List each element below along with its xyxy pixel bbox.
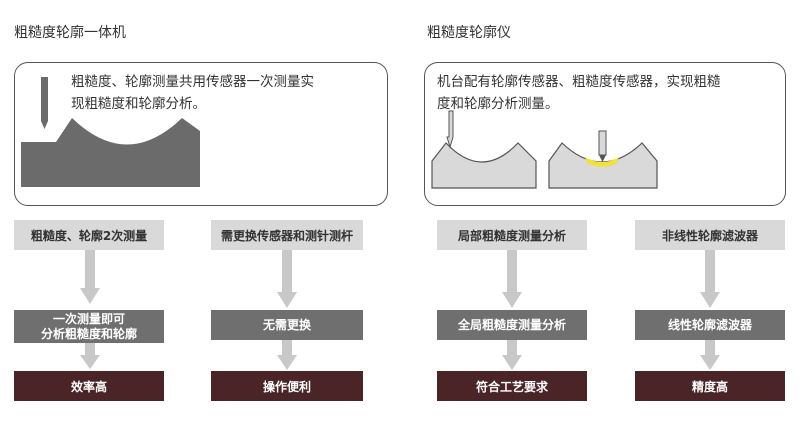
left-col1-middle-line-1: 一次测量即可 [52, 311, 125, 326]
right-description-panel: 机台配有轮廓传感器、粗糙度传感器，实现粗糙 度和轮廓分析测量。 [424, 62, 786, 206]
right-col2-top-box: 非线性轮廓滤波器 [635, 220, 785, 250]
right-stylus-illustration [431, 110, 658, 189]
left-col2-arrow-1 [277, 250, 297, 308]
right-col1-arrow-2 [502, 340, 522, 370]
left-col1-top-box: 粗糙度、轮廓2次测量 [14, 220, 164, 250]
right-col1-arrow-1 [502, 250, 522, 308]
left-col1-arrow-1 [80, 250, 100, 304]
right-col1-middle-box: 全局粗糙度测量分析 [437, 310, 587, 340]
left-col1-middle-box: 一次测量即可 分析粗糙度和轮廓 [14, 310, 164, 343]
right-description-line-2: 度和轮廓分析测量。 [437, 96, 559, 112]
right-col1-result-box: 符合工艺要求 [437, 371, 587, 401]
left-col2-top-box: 需更换传感器和测针测杆 [211, 220, 363, 250]
right-col2-result-box: 精度高 [635, 371, 785, 401]
left-col1-arrow-2 [80, 343, 100, 369]
right-col2-middle-box: 线性轮廓滤波器 [635, 310, 785, 340]
left-col2-middle-box: 无需更换 [211, 310, 363, 340]
right-description-line-1: 机台配有轮廓传感器、粗糙度传感器，实现粗糙 [437, 74, 721, 90]
left-description-line-2: 现粗糙度和轮廓分析。 [71, 96, 206, 112]
left-stylus-illustration [21, 77, 200, 187]
left-col1-result-box: 效率高 [14, 371, 164, 401]
right-col2-arrow-2 [700, 340, 720, 370]
right-col1-top-box: 局部粗糙度测量分析 [437, 220, 587, 250]
left-description-line-1: 粗糙度、轮廓测量共用传感器一次测量实 [71, 74, 314, 90]
left-col2-result-box: 操作便利 [211, 371, 363, 401]
left-col1-middle-line-2: 分析粗糙度和轮廓 [40, 326, 137, 341]
left-col2-arrow-2 [277, 340, 297, 370]
left-section-title: 粗糙度轮廓一体机 [14, 25, 126, 41]
right-col2-arrow-1 [700, 250, 720, 308]
left-description-panel: 粗糙度、轮廓测量共用传感器一次测量实 现粗糙度和轮廓分析。 [14, 62, 388, 206]
right-section-title: 粗糙度轮廓仪 [427, 25, 511, 41]
